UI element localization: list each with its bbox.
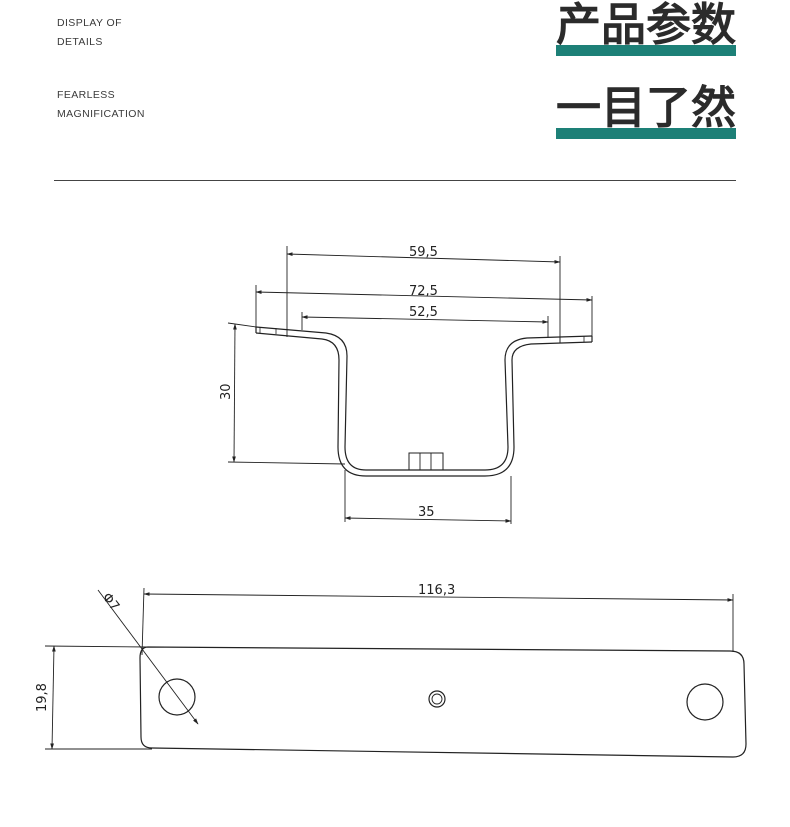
front-view-dimensions — [227, 246, 593, 524]
header-en-block-1: DISPLAY OF DETAILS — [57, 14, 122, 52]
dim-label-116-3: 116,3 — [418, 583, 455, 598]
center-rivet-inner — [431, 693, 443, 705]
dim-label-72-5: 72,5 — [409, 284, 438, 299]
mounting-hole-right — [686, 683, 724, 721]
dim-label-35: 35 — [418, 505, 435, 520]
en-text-display-of: DISPLAY OF — [57, 17, 122, 29]
title-underline-bar — [555, 128, 736, 139]
center-clip — [408, 452, 444, 471]
dim-label-hole-diameter: Φ7 — [99, 590, 122, 614]
bracket-profile-inner — [255, 332, 593, 477]
bracket-profile-outer — [255, 326, 593, 471]
divider-line — [54, 180, 736, 181]
dim-label-52-5: 52,5 — [409, 305, 438, 320]
header-cn-block-1: 产品参数 — [555, 0, 736, 56]
en-text-magnification: MAGNIFICATION — [57, 108, 145, 120]
header-cn-block-2: 一目了然 — [555, 81, 736, 139]
front-view — [255, 326, 593, 477]
dim-label-59-5: 59,5 — [409, 245, 438, 260]
plate-outline — [139, 646, 747, 758]
dim-label-19-8: 19,8 — [35, 683, 50, 712]
header-en-block-2: FEARLESS MAGNIFICATION — [57, 86, 145, 124]
title-clear-at-a-glance: 一目了然 — [555, 81, 736, 134]
title-product-parameters: 产品参数 — [555, 0, 736, 51]
mounting-hole-left — [158, 678, 196, 716]
center-rivet-outer — [428, 690, 446, 708]
en-text-details: DETAILS — [57, 36, 103, 48]
top-view — [139, 646, 747, 758]
title-underline-bar — [555, 45, 736, 56]
en-text-fearless: FEARLESS — [57, 89, 116, 101]
dim-label-30: 30 — [219, 383, 234, 400]
top-view-dimensions — [44, 587, 734, 750]
